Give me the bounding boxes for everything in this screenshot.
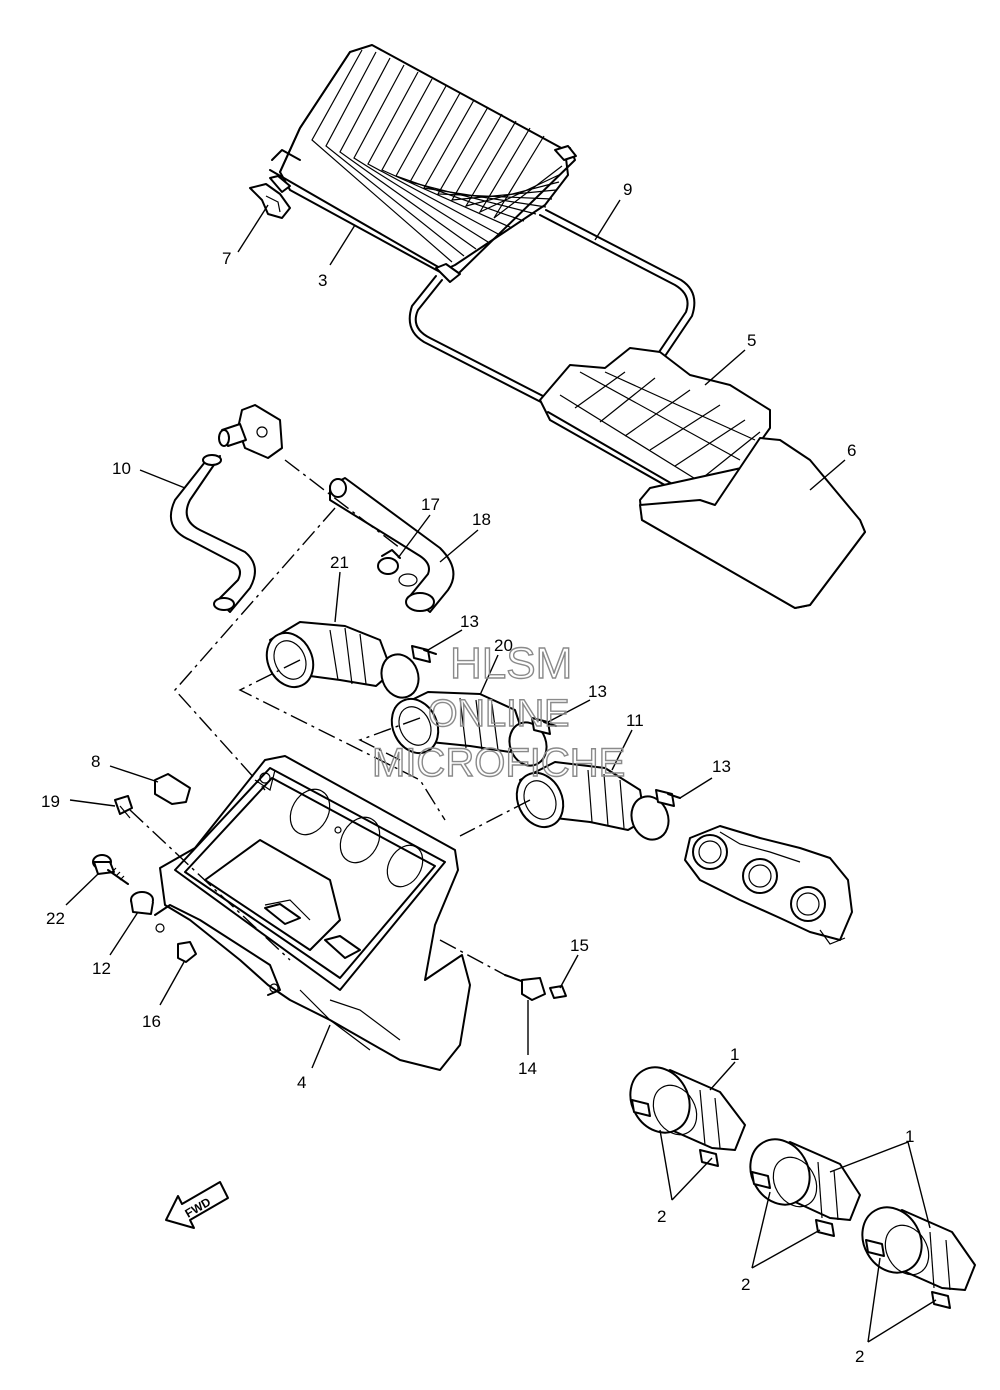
air-box-part-4 bbox=[154, 755, 471, 1071]
callout-3: 3 bbox=[318, 271, 327, 290]
assembly-lines bbox=[129, 459, 531, 976]
element-frame-part-5 bbox=[539, 347, 771, 506]
watermark: HLSM ONLINE MICROFICHE bbox=[371, 638, 626, 785]
intake-joint-part-11 bbox=[515, 761, 670, 841]
hose-part-18 bbox=[329, 477, 455, 613]
callout-11: 11 bbox=[626, 711, 644, 730]
part-19 bbox=[114, 795, 133, 819]
filter-element-part-6 bbox=[639, 437, 866, 609]
part-16 bbox=[177, 941, 197, 963]
callout-13b: 13 bbox=[588, 682, 607, 701]
screw-part-15 bbox=[549, 985, 567, 999]
hose-part-10 bbox=[170, 454, 256, 613]
callout-14: 14 bbox=[518, 1059, 537, 1078]
grommet-part-12 bbox=[130, 891, 154, 915]
joint-set-3 bbox=[861, 1206, 976, 1309]
callout-4: 4 bbox=[297, 1073, 306, 1092]
callout-13a: 13 bbox=[460, 612, 479, 631]
watermark-line-2: ONLINE bbox=[428, 693, 569, 735]
sensor-part-14 bbox=[504, 974, 546, 1001]
callout-2a: 2 bbox=[657, 1207, 666, 1226]
joint-set-2 bbox=[749, 1138, 861, 1237]
callout-labels: 1 1 2 2 2 3 4 5 6 7 8 9 10 11 12 13 13 1… bbox=[41, 180, 914, 1366]
callout-15: 15 bbox=[570, 936, 589, 955]
intake-joint-part-21 bbox=[265, 621, 420, 699]
fwd-arrow-icon: FWD bbox=[165, 1181, 229, 1229]
callout-16: 16 bbox=[142, 1012, 161, 1031]
callout-1a: 1 bbox=[730, 1045, 739, 1064]
callout-2c: 2 bbox=[855, 1347, 864, 1366]
joint-set-1 bbox=[629, 1066, 746, 1167]
callout-9: 9 bbox=[623, 180, 632, 199]
callout-12: 12 bbox=[92, 959, 111, 978]
callout-10: 10 bbox=[112, 459, 131, 478]
callout-22: 22 bbox=[46, 909, 65, 928]
intake-joint-part-20 bbox=[390, 691, 548, 767]
callout-7: 7 bbox=[222, 249, 231, 268]
callout-19: 19 bbox=[41, 792, 60, 811]
air-filter-cover bbox=[269, 44, 577, 283]
part-8 bbox=[154, 773, 191, 805]
watermark-line-3: MICROFICHE bbox=[372, 741, 625, 785]
callout-8: 8 bbox=[91, 752, 100, 771]
throttle-body bbox=[684, 825, 853, 945]
leader-lines bbox=[65, 199, 937, 1343]
callout-1b: 1 bbox=[905, 1127, 914, 1146]
callout-18: 18 bbox=[472, 510, 491, 529]
callout-17: 17 bbox=[421, 495, 440, 514]
watermark-line-1: HLSM bbox=[450, 639, 572, 688]
callout-5: 5 bbox=[747, 331, 756, 350]
clamp-part-17 bbox=[377, 549, 401, 575]
breather-fitting bbox=[218, 404, 283, 459]
callout-13c: 13 bbox=[712, 757, 731, 776]
callout-21: 21 bbox=[330, 553, 349, 572]
clip-part-7 bbox=[249, 183, 291, 219]
callout-6: 6 bbox=[847, 441, 856, 460]
callout-20: 20 bbox=[494, 636, 513, 655]
callout-2b: 2 bbox=[741, 1275, 750, 1294]
bolt-part-22 bbox=[92, 854, 129, 885]
clamp-screws-part-13 bbox=[411, 645, 681, 807]
